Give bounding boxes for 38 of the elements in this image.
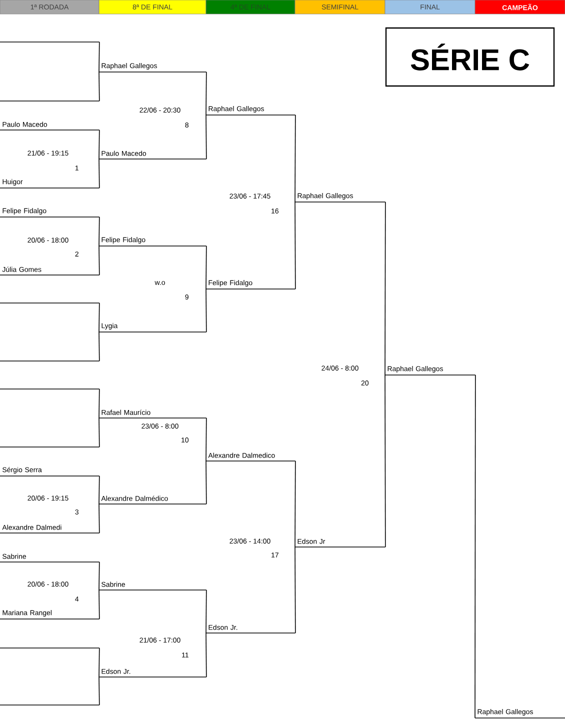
bracket-line <box>98 216 100 246</box>
empty-slot-line <box>0 388 100 390</box>
bracket-line <box>98 158 100 188</box>
bracket-line <box>98 246 100 276</box>
empty-slot-line <box>0 100 100 102</box>
bracket-line <box>98 590 100 620</box>
title-box: SÉRIE C <box>385 27 555 87</box>
bracket-line <box>98 476 100 504</box>
bracket-line <box>206 72 207 116</box>
empty-slot-line <box>0 360 100 362</box>
empty-slot-line <box>0 446 100 448</box>
bracket-line <box>294 202 296 290</box>
bracket-line <box>98 130 100 160</box>
bracket-line <box>294 114 296 202</box>
bracket-line <box>206 246 207 290</box>
empty-slot-line <box>0 704 100 706</box>
bracket-line <box>98 72 100 102</box>
bracket-line <box>206 288 207 332</box>
bracket-line <box>384 202 386 376</box>
bracket-line <box>98 42 100 72</box>
bracket-line <box>98 418 100 448</box>
bracket-line <box>206 460 207 504</box>
bracket-line <box>98 648 100 678</box>
bracket-line <box>206 590 207 634</box>
bracket-line <box>206 418 207 462</box>
bracket-line <box>474 374 476 718</box>
bracket-line <box>98 332 100 362</box>
bracket-line <box>98 676 100 706</box>
bracket-line <box>384 374 386 548</box>
bracket-line <box>98 504 100 534</box>
bracket-line <box>294 546 296 634</box>
bracket-line <box>294 460 296 548</box>
bracket-line <box>206 114 207 160</box>
bracket-line <box>98 302 100 332</box>
empty-slot-line <box>0 302 100 304</box>
bracket-line <box>98 562 100 590</box>
bracket-line <box>98 388 100 418</box>
bracket-line <box>206 632 207 678</box>
